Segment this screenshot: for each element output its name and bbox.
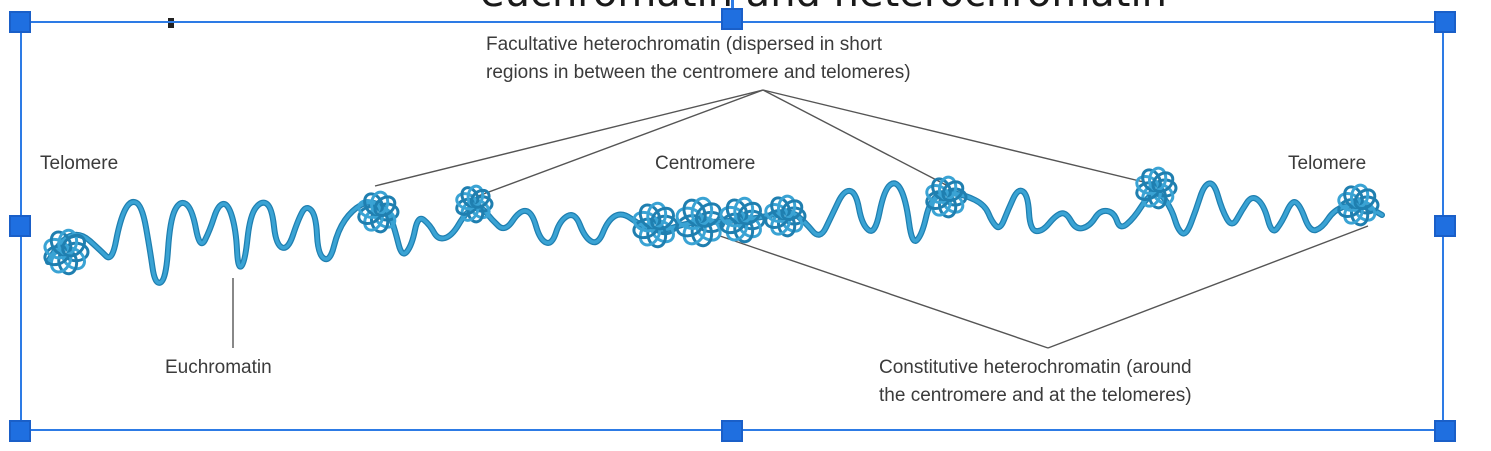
resize-handle-bottom-center[interactable]: [721, 420, 743, 442]
leader-facultative-4: [762, 89, 1149, 184]
leader-facultative-2: [477, 89, 764, 197]
chromatin-fiber: [45, 180, 1385, 286]
knot-telomere-left: [43, 228, 90, 276]
knot-facultative-2: [455, 184, 494, 224]
label-constitutive-line1: Constitutive heterochromatin (around: [879, 357, 1192, 378]
label-centromere: Centromere: [655, 153, 756, 174]
label-euchromatin: Euchromatin: [165, 357, 272, 378]
resize-handle-top-right[interactable]: [1434, 11, 1456, 33]
knot-facultative-4: [1135, 166, 1178, 210]
knot-facultative-1: [357, 190, 400, 234]
knot-telomere-right: [1337, 183, 1380, 227]
fiber-core: [46, 181, 1384, 285]
label-telomere-left: Telomere: [40, 153, 119, 174]
resize-handle-bottom-left[interactable]: [9, 420, 31, 442]
label-facultative-line2: regions in between the centromere and te…: [486, 62, 911, 83]
leader-constitutive-1: [719, 235, 1049, 349]
resize-handle-top-center[interactable]: [721, 8, 743, 30]
knot-centromere-3: [719, 196, 766, 244]
label-constitutive-line2: the centromere and at the telomeres): [879, 385, 1192, 406]
leader-facultative-3: [762, 89, 949, 187]
label-telomere-right: Telomere: [1288, 153, 1367, 174]
resize-handle-bottom-right[interactable]: [1434, 420, 1456, 442]
slide-title: euchromatin and heterochromatin: [480, 0, 1260, 16]
heterochromatin-knots: [43, 166, 1380, 276]
leader-constitutive-2: [1047, 225, 1369, 349]
leader-facultative-1: [374, 89, 764, 187]
label-facultative-line1: Facultative heterochromatin (dispersed i…: [486, 34, 883, 55]
resize-handle-middle-left[interactable]: [9, 215, 31, 237]
resize-handle-middle-right[interactable]: [1434, 215, 1456, 237]
text-fragment: [168, 18, 174, 28]
resize-handle-top-left[interactable]: [9, 11, 31, 33]
knot-centromere-1: [632, 201, 679, 249]
leader-lines: [232, 89, 1369, 349]
knot-centromere-4: [764, 194, 807, 238]
knot-facultative-3: [925, 175, 968, 219]
